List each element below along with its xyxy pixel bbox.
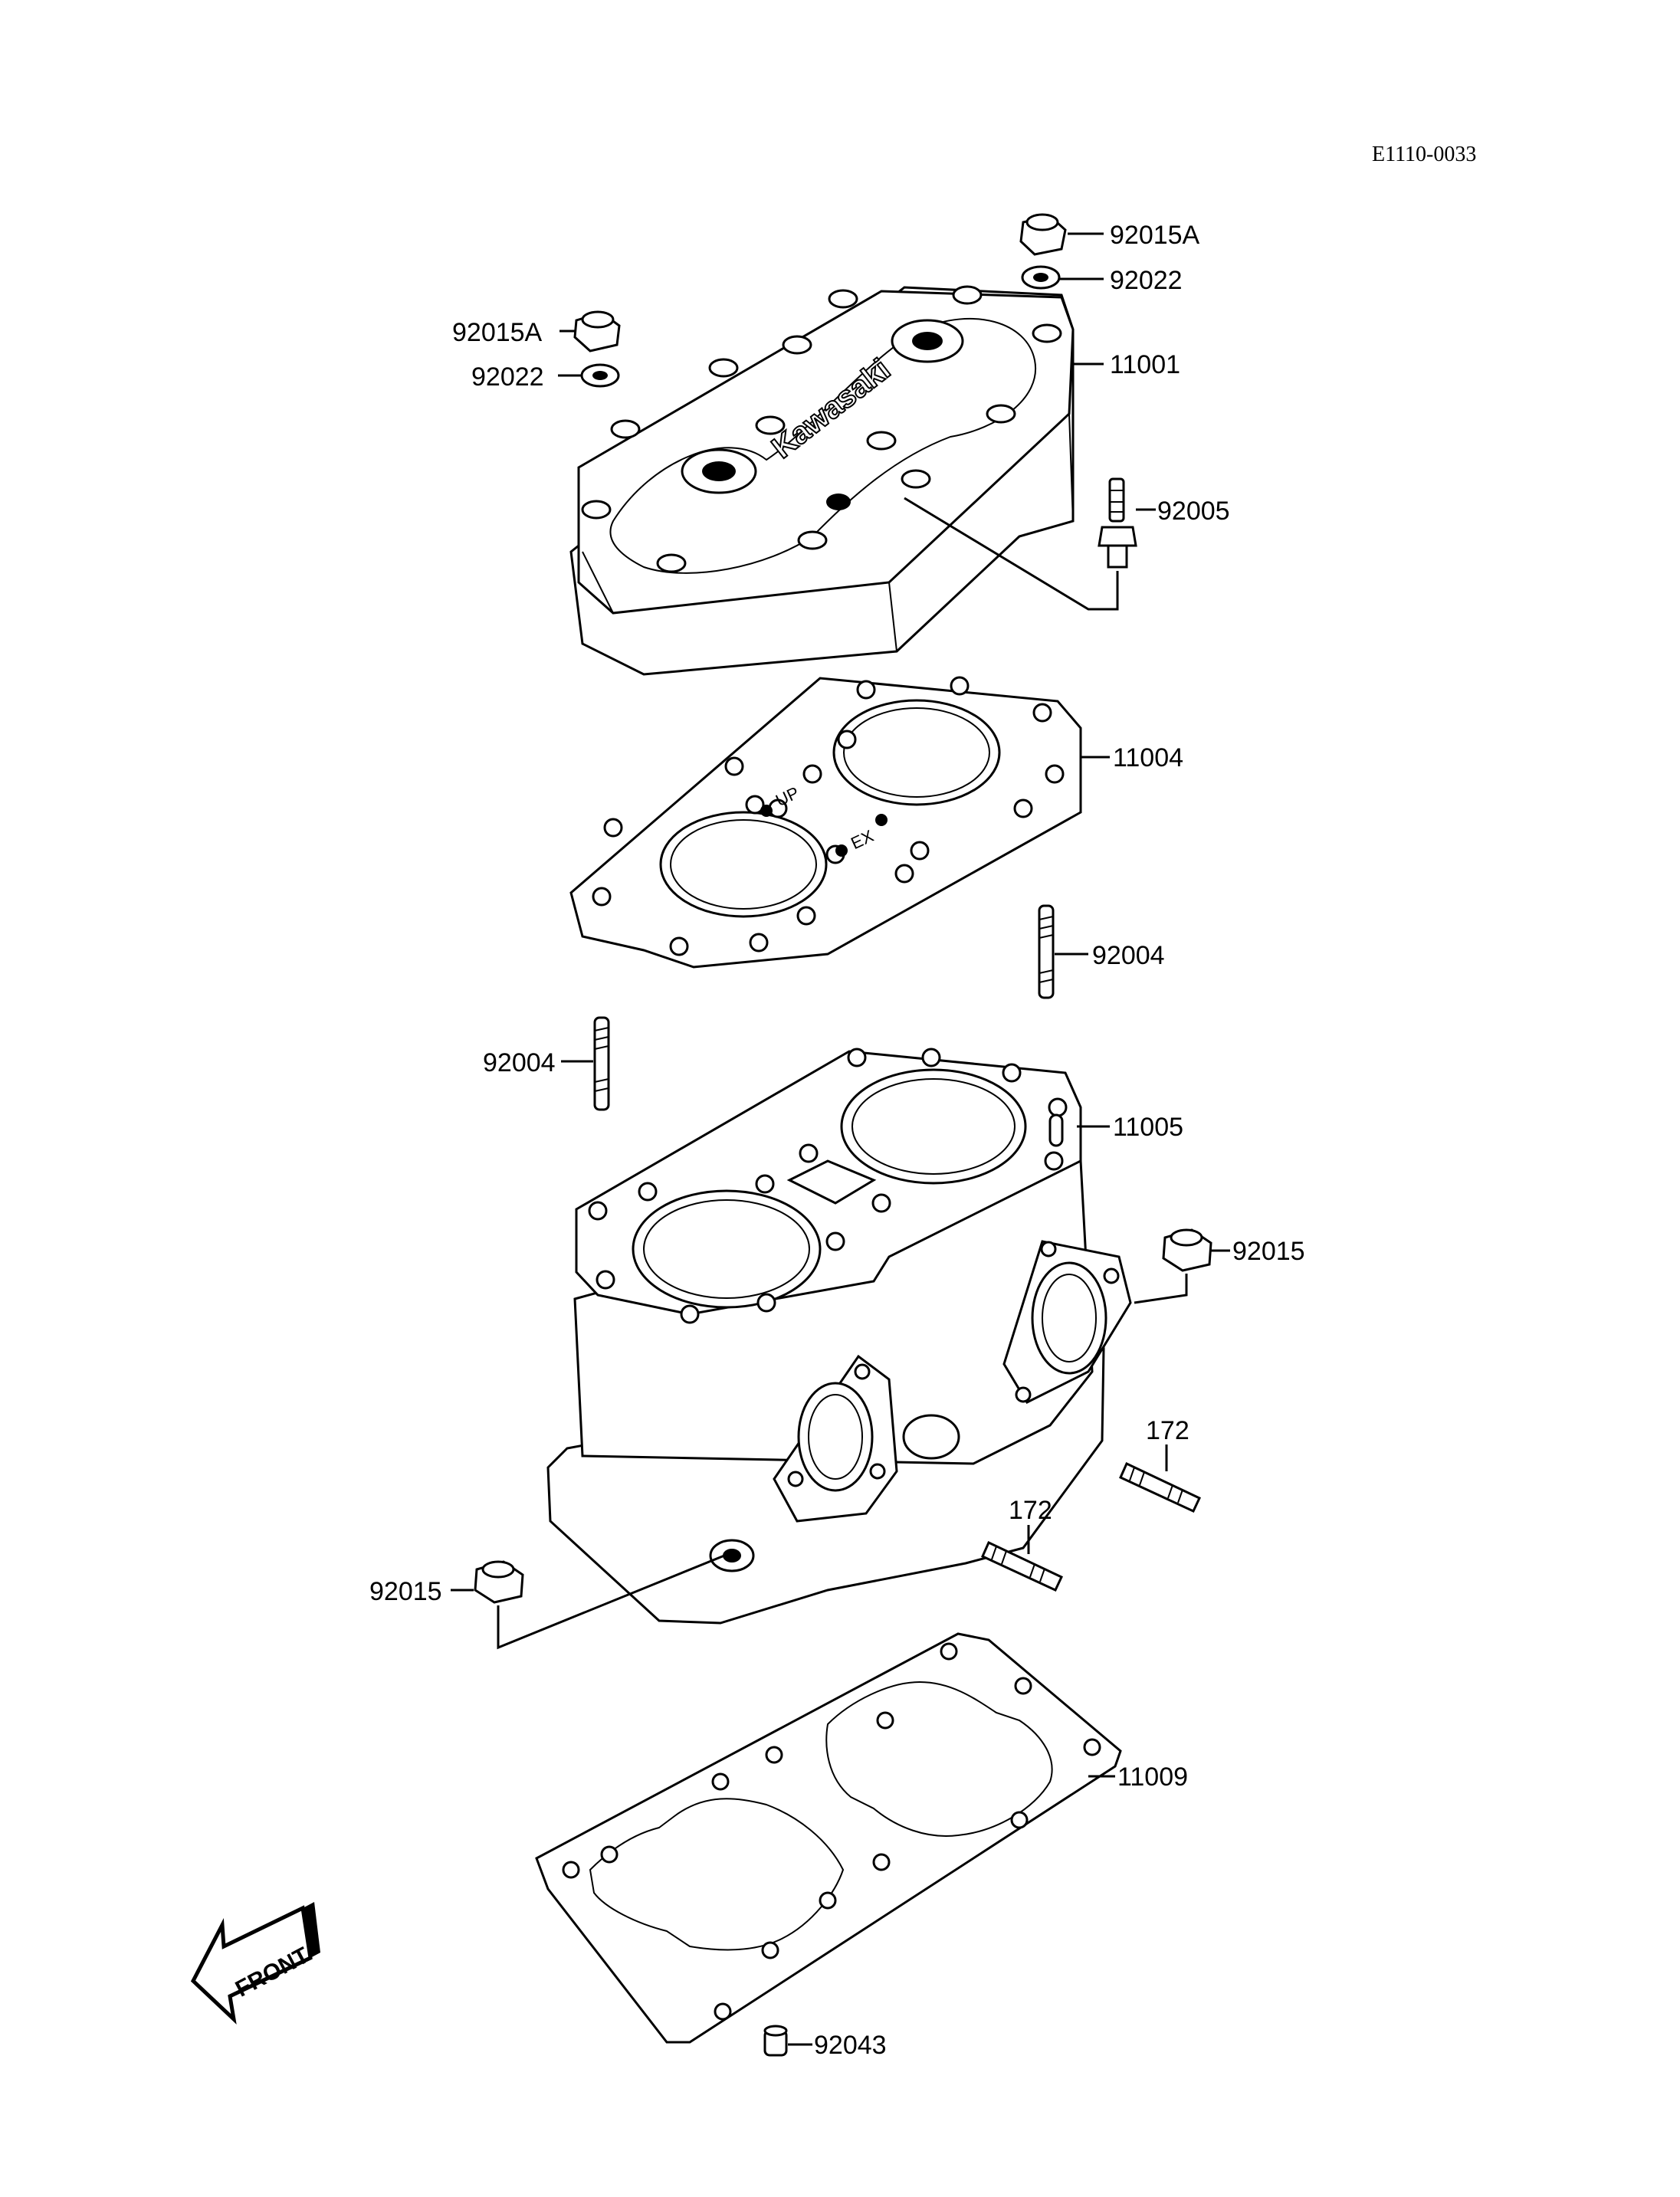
label-92004-left: 92004 bbox=[483, 1048, 556, 1077]
nut-92015a-left bbox=[573, 310, 621, 353]
base-gasket bbox=[535, 1632, 1122, 2044]
stud-92004-right bbox=[1038, 904, 1055, 999]
dowel-92043 bbox=[763, 2025, 788, 2057]
label-92004-right: 92004 bbox=[1092, 941, 1165, 970]
stud-172-right bbox=[1119, 1461, 1201, 1513]
label-11001: 11001 bbox=[1110, 350, 1180, 379]
label-92015a-right: 92015A bbox=[1110, 221, 1200, 250]
nut-92015-right bbox=[1162, 1228, 1212, 1272]
diagram-code: E1110-0033 bbox=[1372, 143, 1476, 166]
nut-92015a-right bbox=[1019, 213, 1067, 256]
label-11004: 11004 bbox=[1113, 743, 1183, 772]
washer-92022-right bbox=[1021, 265, 1061, 290]
washer-92022-left bbox=[580, 363, 620, 388]
label-11005: 11005 bbox=[1113, 1113, 1183, 1142]
label-92022-left: 92022 bbox=[471, 362, 544, 392]
front-arrow-icon: FRONT bbox=[190, 1902, 320, 2025]
label-92022-right: 92022 bbox=[1110, 266, 1183, 295]
cylinder-head: Kawasaki bbox=[569, 285, 1075, 676]
fitting-92005 bbox=[1098, 477, 1137, 569]
nut-92015-left bbox=[474, 1560, 524, 1604]
label-92015-left: 92015 bbox=[369, 1577, 442, 1606]
label-92043: 92043 bbox=[814, 2031, 887, 2060]
cylinder-block bbox=[546, 1048, 1132, 1625]
stud-172-mid bbox=[981, 1540, 1063, 1592]
label-172-mid: 172 bbox=[1009, 1496, 1052, 1525]
label-92015-right: 92015 bbox=[1232, 1237, 1305, 1266]
label-92015a-left: 92015A bbox=[452, 318, 543, 347]
label-11009: 11009 bbox=[1117, 1763, 1188, 1792]
stud-92004-left bbox=[593, 1016, 610, 1111]
head-gasket: UP EX bbox=[569, 676, 1082, 969]
label-172-right: 172 bbox=[1146, 1416, 1189, 1445]
label-92005: 92005 bbox=[1157, 497, 1230, 526]
